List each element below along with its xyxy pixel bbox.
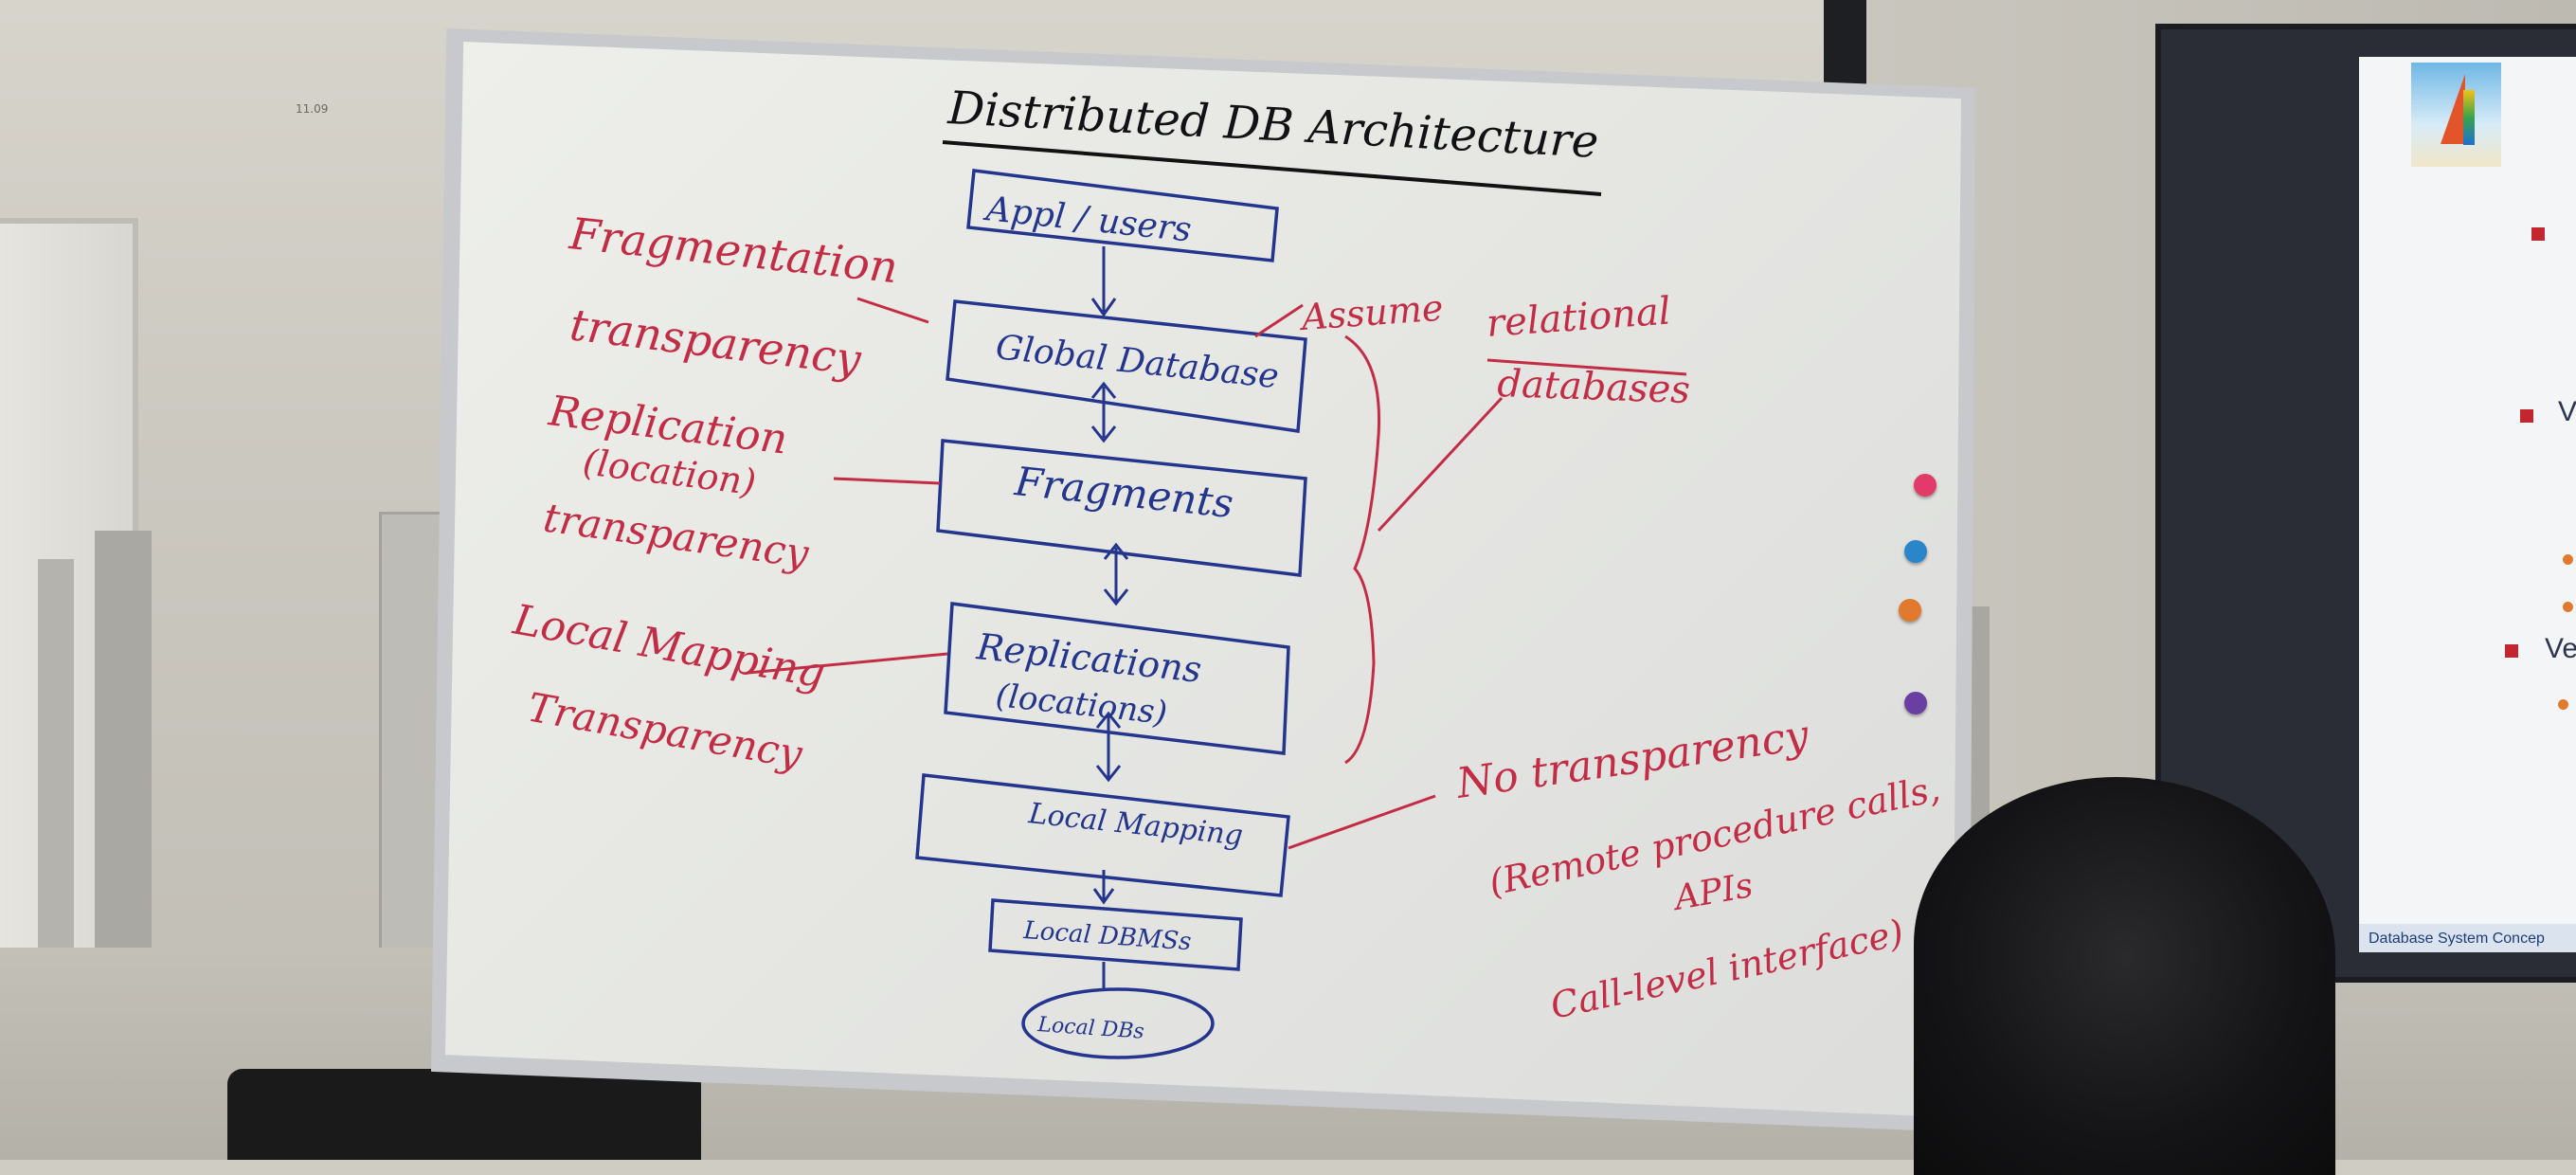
note-assume: Assume [1298,287,1445,339]
label-local-db: Local DBs [1036,1013,1145,1044]
slide-bullet-icon [2520,409,2533,423]
sailboat-icon [2441,74,2465,144]
box-local-mapping [915,773,1290,897]
title-underline [942,140,1602,196]
board-title: Distributed DB Architecture [946,81,1599,169]
box-fragments [936,439,1307,577]
note-replication-transparency: transparency [541,494,813,577]
arrow-bidirectional [1090,381,1117,443]
underline-relational [1486,358,1687,376]
note-fragmentation: Fragmentation [567,208,900,293]
note-call-level-interface: Call-level interface) [1547,912,1907,1027]
slide-text: V [2558,396,2576,427]
slide-bullet-icon [2505,644,2518,658]
slide-footer-text: Database System Concep [2369,931,2545,947]
slide-footer [2359,924,2576,952]
magnet-icon [1899,599,1921,622]
slide [2359,57,2576,952]
whiteboard [445,42,1961,1117]
note-relational: relational [1485,289,1672,345]
link-relational [1377,396,1504,533]
magnet-icon [1914,474,1937,497]
note-local-mapping-transparency: Transparency [524,684,806,778]
note-local-mapping: Local Mapping [509,595,829,697]
arrow-down [1090,246,1117,317]
brace-right [1344,334,1381,765]
note-no-transparency: No transparency [1452,711,1812,808]
slide-text: Ve [2545,633,2576,664]
note-fragmentation-transparency: transparency [567,298,865,385]
label-local-mapping: Local Mapping [1026,797,1244,853]
box-local-db [1021,987,1215,1059]
label-global-database: Global Database [994,328,1281,396]
slide-subbullet-icon [2563,554,2573,565]
link-replication [833,477,941,485]
note-apis: APIs [1668,866,1756,918]
note-databases: databases [1497,362,1691,412]
wall-sign: 11.09 [296,102,329,116]
link-assume [1254,303,1304,338]
magnet-icon [1904,692,1927,714]
box-replications [944,602,1290,755]
magnet-icon [1904,540,1927,563]
slide-subbullet-icon [2558,699,2568,710]
box-appl-users [966,169,1279,262]
box-local-dbms [988,898,1243,971]
slide-subbullet-icon [2563,602,2573,612]
arrow-bidirectional [1103,542,1129,606]
chair [227,1069,701,1160]
slide-bullet-icon [2531,227,2545,241]
arrow-down [1092,870,1115,905]
person-head [1914,777,2335,1175]
link-no-transparency [1288,794,1436,850]
sailboat-sail-icon [2463,90,2475,145]
label-locations: (locations) [994,677,1169,732]
label-local-dbms: Local DBMSs [1022,916,1193,956]
link-fragmentation [856,297,929,324]
arrow-bidirectional [1095,711,1122,783]
box-global-database [946,299,1307,434]
link-local-mapping [748,652,948,675]
